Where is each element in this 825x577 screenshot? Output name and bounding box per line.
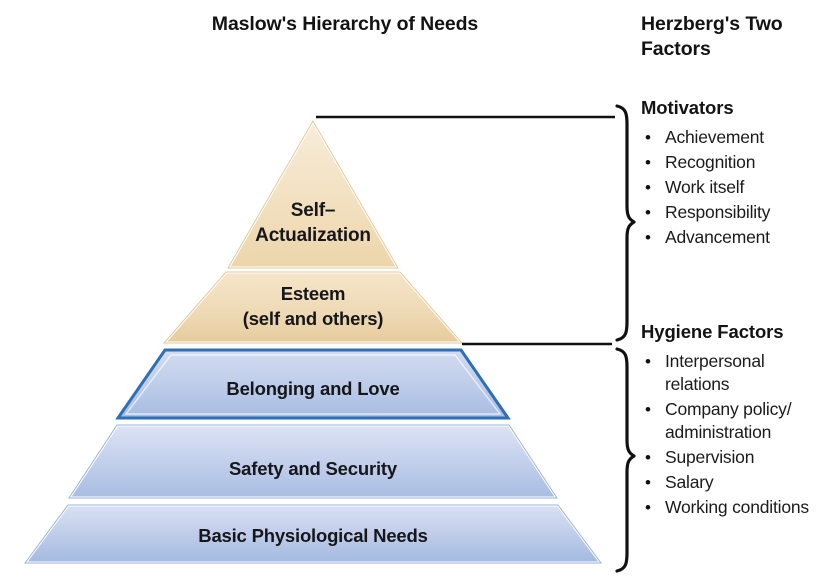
maslow-title-line1: Maslow's Hierarchy — [211, 13, 392, 35]
hygiene-factors-title: Hygiene Factors — [641, 321, 784, 342]
list-item-label: Supervision — [665, 447, 755, 467]
list-item: • Recognition — [641, 151, 823, 174]
bullet-icon: • — [645, 203, 651, 222]
list-item: • Salary — [641, 471, 823, 494]
herzberg-title-line1: Herzberg's — [641, 13, 741, 35]
bullet-icon: • — [645, 228, 651, 247]
list-item: • Advancement — [641, 226, 823, 249]
bullet-icon: • — [645, 178, 651, 197]
list-item-label: Interpersonal relations — [665, 351, 765, 394]
motivators-list: • Achievement • Recognition • Work itsel… — [641, 126, 823, 249]
brace-hygiene — [615, 347, 636, 573]
list-item: • Achievement — [641, 126, 823, 149]
list-item-label: Company policy/ administration — [665, 399, 792, 442]
pyramid-tier-self-actualization — [225, 118, 401, 270]
herzberg-title-line2: Two Factors — [641, 13, 783, 60]
bullet-icon: • — [645, 128, 651, 147]
pyramid-tier-esteem — [160, 270, 466, 345]
bullet-icon: • — [645, 448, 651, 467]
list-item: • Working conditions — [641, 496, 823, 519]
list-item-label: Achievement — [665, 127, 764, 147]
list-item-label: Salary — [665, 472, 714, 492]
bullet-icon: • — [645, 498, 651, 517]
bullet-icon: • — [645, 153, 651, 172]
list-item: • Work itself — [641, 176, 823, 199]
hygiene-factors-list: • Interpersonal relations • Company poli… — [641, 350, 823, 519]
pyramid-tier-belonging-and-love — [115, 348, 511, 420]
bullet-icon: • — [645, 352, 651, 371]
list-item: • Supervision — [641, 446, 823, 469]
list-item: • Interpersonal relations — [641, 350, 823, 396]
list-item: • Company policy/ administration — [641, 398, 823, 444]
motivators-group: Motivators • Achievement • Recognition •… — [641, 96, 823, 251]
pyramid-tier-safety-and-security — [66, 423, 560, 500]
list-item-label: Advancement — [665, 227, 770, 247]
bullet-icon: • — [645, 400, 651, 419]
list-item-label: Working conditions — [665, 497, 809, 517]
maslow-title-line2: of Needs — [396, 13, 479, 35]
motivators-title: Motivators — [641, 97, 734, 118]
list-item-label: Recognition — [665, 152, 756, 172]
pyramid-tier-basic-physiological-needs — [22, 503, 604, 565]
list-item-label: Work itself — [665, 177, 745, 197]
brace-motivators — [615, 104, 636, 342]
hygiene-factors-group: Hygiene Factors • Interpersonal relation… — [641, 320, 823, 521]
list-item-label: Responsibility — [665, 202, 771, 222]
list-item: • Responsibility — [641, 201, 823, 224]
bullet-icon: • — [645, 473, 651, 492]
maslow-title: Maslow's Hierarchy of Needs — [145, 12, 545, 37]
herzberg-title: Herzberg's Two Factors — [641, 12, 821, 62]
